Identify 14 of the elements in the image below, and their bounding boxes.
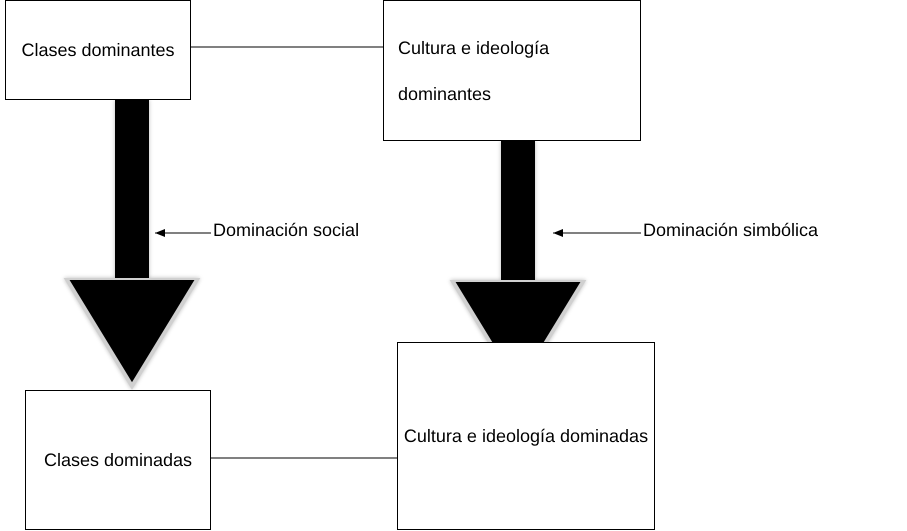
text-box: [25, 390, 211, 530]
box-label: Clases dominadas: [42, 449, 194, 472]
leader-label: Dominación social: [213, 220, 383, 246]
block-arrow: [64, 100, 200, 388]
box-label: Cultura e ideología dominantes: [398, 36, 550, 106]
text-box: [397, 342, 655, 530]
leader-line: [154, 229, 212, 237]
box-label: Cultura e ideología dominadas: [402, 425, 650, 448]
leader-line: [552, 229, 642, 237]
text-box: [5, 0, 191, 100]
connector-line: [190, 46, 384, 48]
box-label: Clases dominantes: [20, 39, 176, 62]
text-box: [383, 0, 641, 141]
leader-label: Dominación simbólica: [643, 220, 905, 246]
